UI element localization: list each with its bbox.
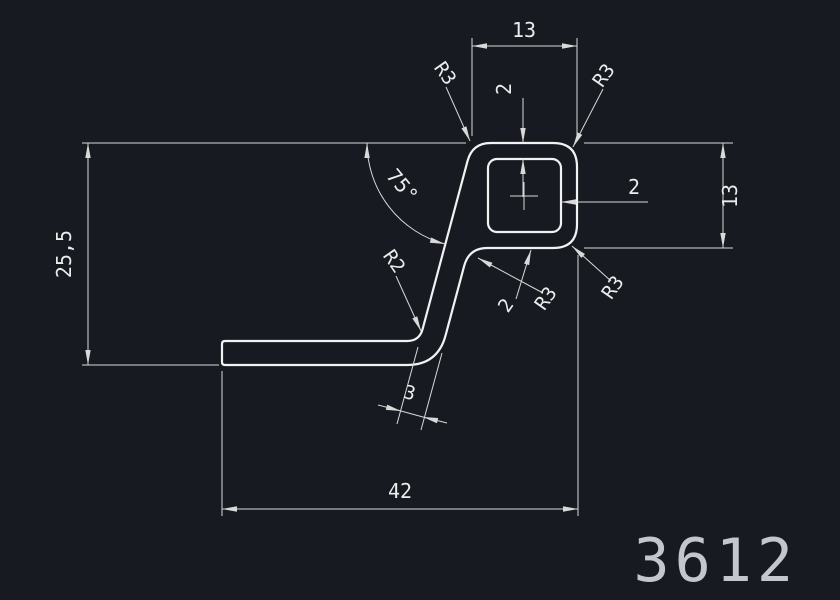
radius-label-top-right: R3 [589,60,620,91]
arrow-segment [422,416,448,424]
profile-outer-contour [220,141,579,367]
dim-label-web-thickness: 3 [401,381,418,405]
leader-line [571,245,612,282]
dim-label-overall-height: 25,5 [52,230,76,278]
dimension-wall-top: 2 [492,83,526,197]
dimension-line [400,410,424,418]
dim-label-wall-right: 2 [628,175,640,199]
dimension-angle: 75° [364,142,446,245]
radius-label-bottom-right: R3 [598,272,629,303]
dim-label-wall-bottom: 2 [494,295,519,317]
dimension-overall-height: 25,5 [52,142,466,366]
angle-arc [364,142,446,245]
radius-top-left: R3 [429,58,471,142]
radius-top-right: R3 [572,60,620,148]
part-number: 3612 [634,526,799,596]
leader-line [477,257,544,294]
leader-line [445,86,471,142]
extension-line [420,352,443,431]
radius-bottom-right: R3 [571,245,629,303]
radius-label-bend: R2 [378,246,409,277]
arrow-segment [377,404,402,412]
dimension-overall-width: 42 [221,255,579,516]
leader-line [395,275,422,332]
dim-label-angle: 75° [382,164,424,207]
dim-label-wall-top: 2 [492,83,516,95]
dim-label-top-width: 13 [512,18,536,42]
radius-label-top-left: R3 [429,58,460,89]
leader-line [572,88,604,148]
dimension-wall-right: 2 [510,175,648,210]
leader-line [515,249,532,300]
dimension-web-thickness: 3 [377,346,448,431]
dimension-right-height: 13 [584,142,742,249]
dimension-top-width: 13 [471,18,578,136]
dim-label-right-height: 13 [718,184,742,208]
radius-bend: R2 [378,246,422,332]
radius-label-bottom-inner: R3 [531,283,562,314]
dim-label-overall-width: 42 [388,479,412,503]
